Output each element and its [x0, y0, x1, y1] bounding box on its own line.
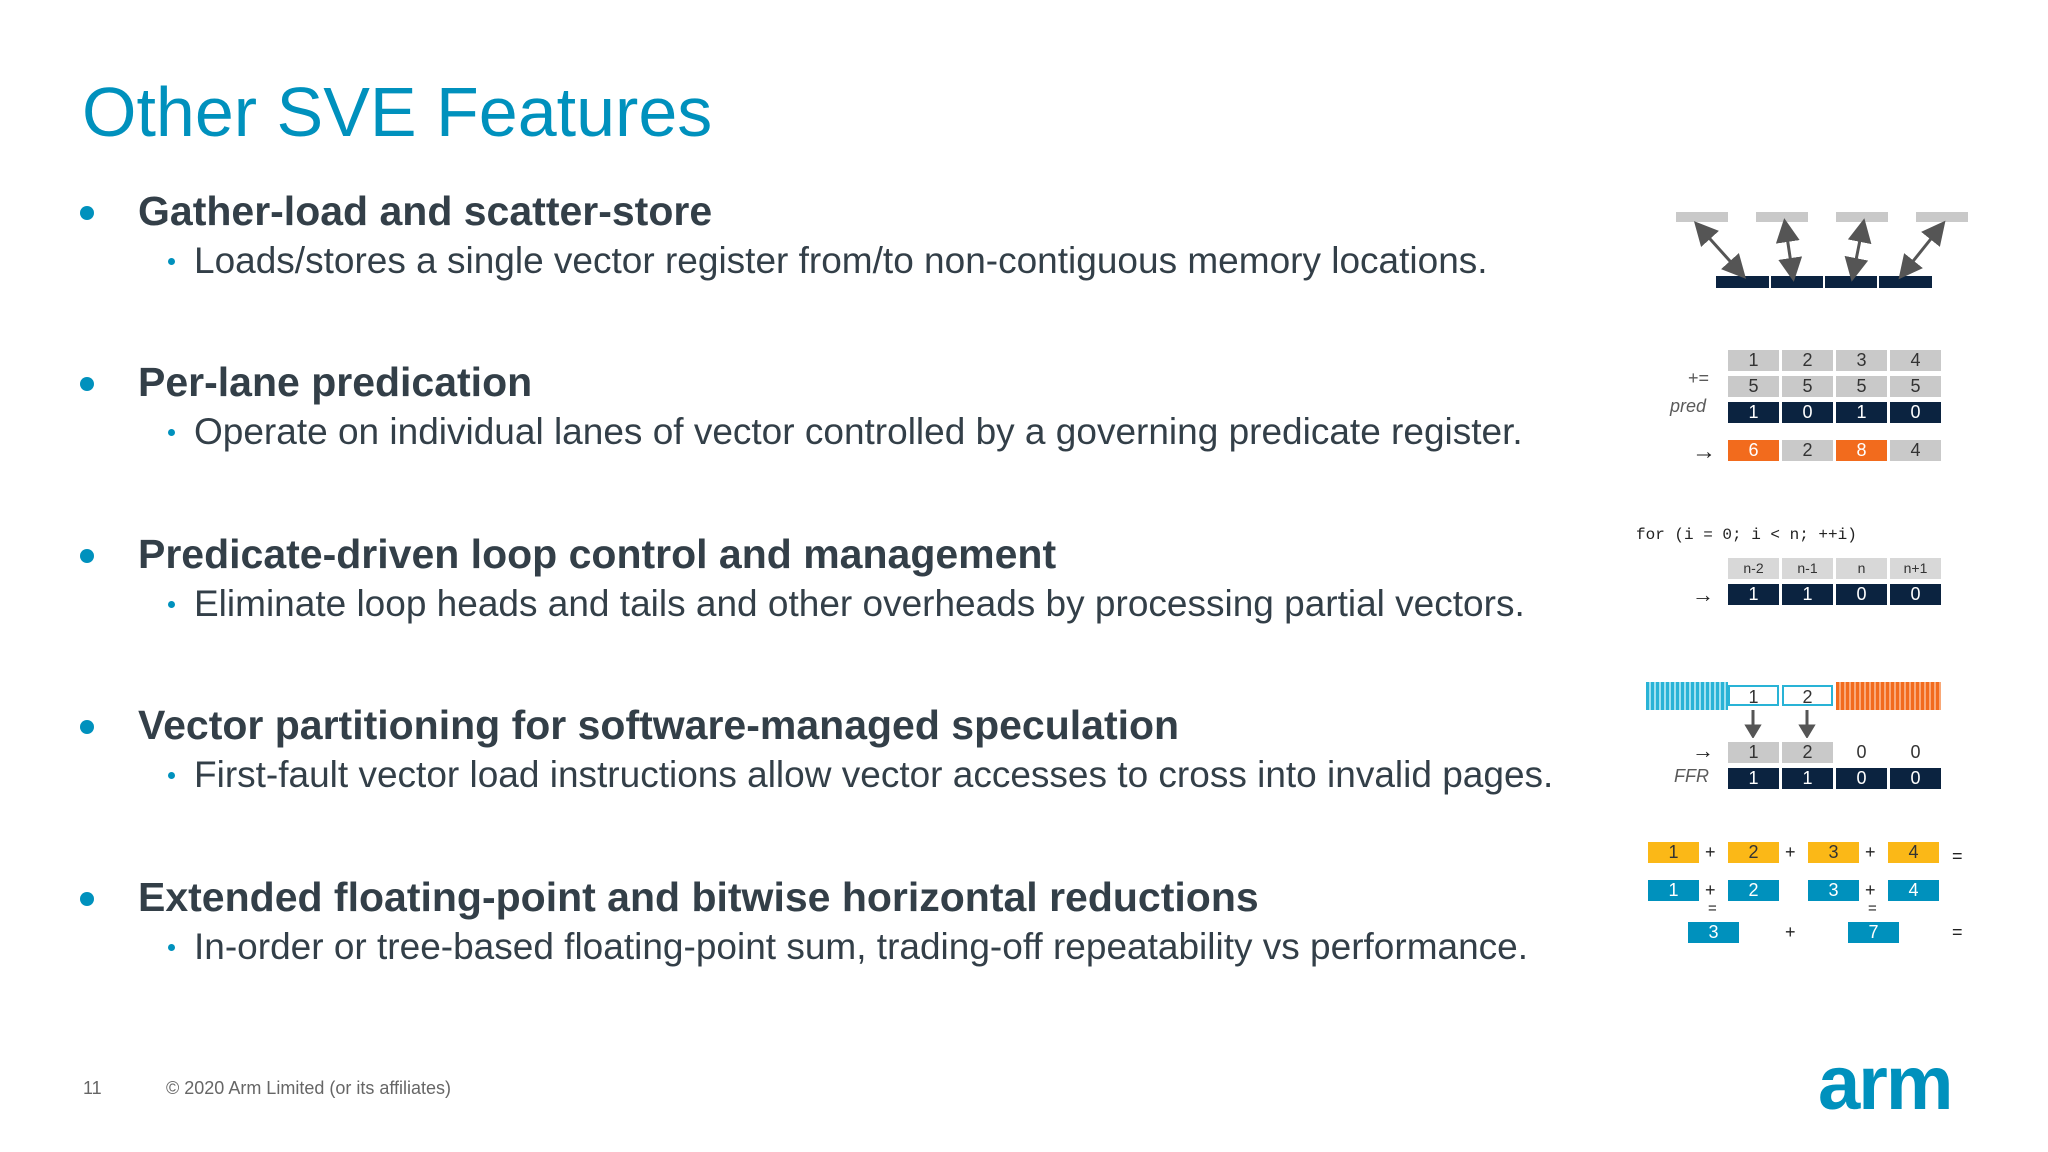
- arrow-icon: →: [1692, 582, 1714, 607]
- loop-cell: 0: [1890, 584, 1941, 605]
- bullet-dot: [80, 549, 94, 563]
- ff-cell: 2: [1782, 742, 1833, 763]
- loop-cell: 1: [1728, 584, 1779, 605]
- bullet-heading: Extended floating-point and bitwise hori…: [138, 874, 1259, 920]
- copyright-text: © 2020 Arm Limited (or its affiliates): [166, 1078, 452, 1098]
- sub-bullet-dot: [168, 258, 175, 265]
- ff-loaded-cell: 2: [1782, 685, 1833, 707]
- bullet-dot: [80, 377, 94, 391]
- bullet-detail: First-fault vector load instructions all…: [194, 754, 1554, 795]
- sub-bullet-dot: [168, 772, 175, 779]
- plus-sign: +: [1865, 842, 1876, 862]
- pred-cell: 3: [1836, 350, 1887, 371]
- bullet-detail: In-order or tree-based floating-point su…: [194, 926, 1529, 967]
- ff-loaded-cell: 1: [1728, 685, 1779, 707]
- bullet-detail: Loads/stores a single vector register fr…: [194, 240, 1488, 281]
- red-cell: 4: [1888, 842, 1939, 863]
- red-cell: 4: [1888, 880, 1939, 901]
- pred-cell: 2: [1782, 440, 1833, 461]
- red-cell: 1: [1648, 842, 1699, 863]
- sve-diagrams: 1 2 3 4 += 5 5 5 5 pred 1 0 1 0 → 6 2 8 …: [1620, 190, 2030, 970]
- loop-code: for (i = 0; i < n; ++i): [1636, 526, 1857, 544]
- loop-cell: 0: [1836, 584, 1887, 605]
- loop-header: n-2: [1728, 558, 1779, 579]
- ff-cell: 1: [1728, 768, 1779, 789]
- pred-cell: 5: [1836, 376, 1887, 397]
- pred-cell: 5: [1890, 376, 1941, 397]
- pred-cell: 1: [1728, 350, 1779, 371]
- pred-cell: 1: [1728, 402, 1779, 423]
- pred-cell: 5: [1728, 376, 1779, 397]
- sub-bullet-dot: [168, 944, 175, 951]
- bullet-heading: Vector partitioning for software-managed…: [138, 702, 1180, 748]
- plus-sign: +: [1785, 922, 1796, 942]
- bullet-dot: [80, 720, 94, 734]
- equals-sign: =: [1708, 900, 1717, 917]
- sub-bullet-dot: [168, 601, 175, 608]
- bullet-dot: [80, 206, 94, 220]
- loop-header: n-1: [1782, 558, 1833, 579]
- plus-sign: +: [1785, 842, 1796, 862]
- ff-cell: 1: [1782, 768, 1833, 789]
- arrow-icon: →: [1692, 738, 1714, 763]
- bullet-detail: Eliminate loop heads and tails and other…: [194, 583, 1525, 624]
- ff-cell: 0: [1890, 768, 1941, 789]
- red-result-cell: 3: [1688, 922, 1739, 943]
- bullet-dot: [80, 892, 94, 906]
- equals-sign: =: [1952, 922, 1963, 942]
- pred-cell: 0: [1890, 402, 1941, 423]
- pred-cell: 2: [1782, 350, 1833, 371]
- first-fault-diagram: 1 2 → 1 2 0 0 FFR 1 1 0 0: [1620, 682, 2030, 812]
- pred-cell: 4: [1890, 350, 1941, 371]
- arrow-icon: →: [1692, 438, 1716, 465]
- ffr-label: FFR: [1674, 766, 1709, 786]
- plus-sign: +: [1705, 842, 1716, 862]
- loop-header: n: [1836, 558, 1887, 579]
- page-number: 11: [83, 1078, 102, 1098]
- red-cell: 1: [1648, 880, 1699, 901]
- equals-sign: =: [1868, 900, 1877, 917]
- pred-cell: 6: [1728, 440, 1779, 461]
- plus-sign: +: [1705, 880, 1716, 900]
- bullet-heading: Predicate-driven loop control and manage…: [138, 531, 1057, 577]
- loop-diagram: for (i = 0; i < n; ++i) n-2 n-1 n n+1 → …: [1620, 526, 2030, 616]
- red-cell: 3: [1808, 842, 1859, 863]
- red-cell: 3: [1808, 880, 1859, 901]
- bullet-heading: Gather-load and scatter-store: [138, 188, 713, 234]
- pred-cell: 0: [1782, 402, 1833, 423]
- reduction-diagram: 1 + 2 + 3 + 4 = 1 + 2 3 + 4 = = 3 + 7 =: [1620, 842, 2030, 952]
- gather-scatter-diagram: [1676, 212, 1968, 288]
- plus-equals-label: +=: [1688, 368, 1710, 388]
- pred-cell: 1: [1836, 402, 1887, 423]
- valid-memory-bar: [1646, 682, 1728, 710]
- invalid-memory-bar: [1836, 682, 1941, 710]
- ff-cell: 0: [1910, 742, 1921, 762]
- pred-cell: 8: [1836, 440, 1887, 461]
- down-arrows: [1744, 710, 1816, 738]
- pred-cell: 5: [1782, 376, 1833, 397]
- loop-cell: 1: [1782, 584, 1833, 605]
- predication-diagram: 1 2 3 4 += 5 5 5 5 pred 1 0 1 0 → 6 2 8 …: [1620, 350, 2030, 470]
- bullet-heading: Per-lane predication: [138, 359, 533, 405]
- bullet-detail: Operate on individual lanes of vector co…: [194, 411, 1523, 452]
- red-result-cell: 7: [1848, 922, 1899, 943]
- pred-cell: 4: [1890, 440, 1941, 461]
- plus-sign: +: [1865, 880, 1876, 900]
- equals-sign: =: [1952, 846, 1963, 866]
- pred-label: pred: [1670, 396, 1707, 416]
- loop-header: n+1: [1890, 558, 1941, 579]
- red-cell: 2: [1728, 842, 1779, 863]
- red-cell: 2: [1728, 880, 1779, 901]
- arm-logo: arm: [1818, 1041, 1953, 1126]
- ff-cell: 0: [1856, 742, 1867, 762]
- sub-bullet-dot: [168, 429, 175, 436]
- slide-title: Other SVE Features: [82, 73, 713, 151]
- ff-cell: 1: [1728, 742, 1779, 763]
- ff-cell: 0: [1836, 768, 1887, 789]
